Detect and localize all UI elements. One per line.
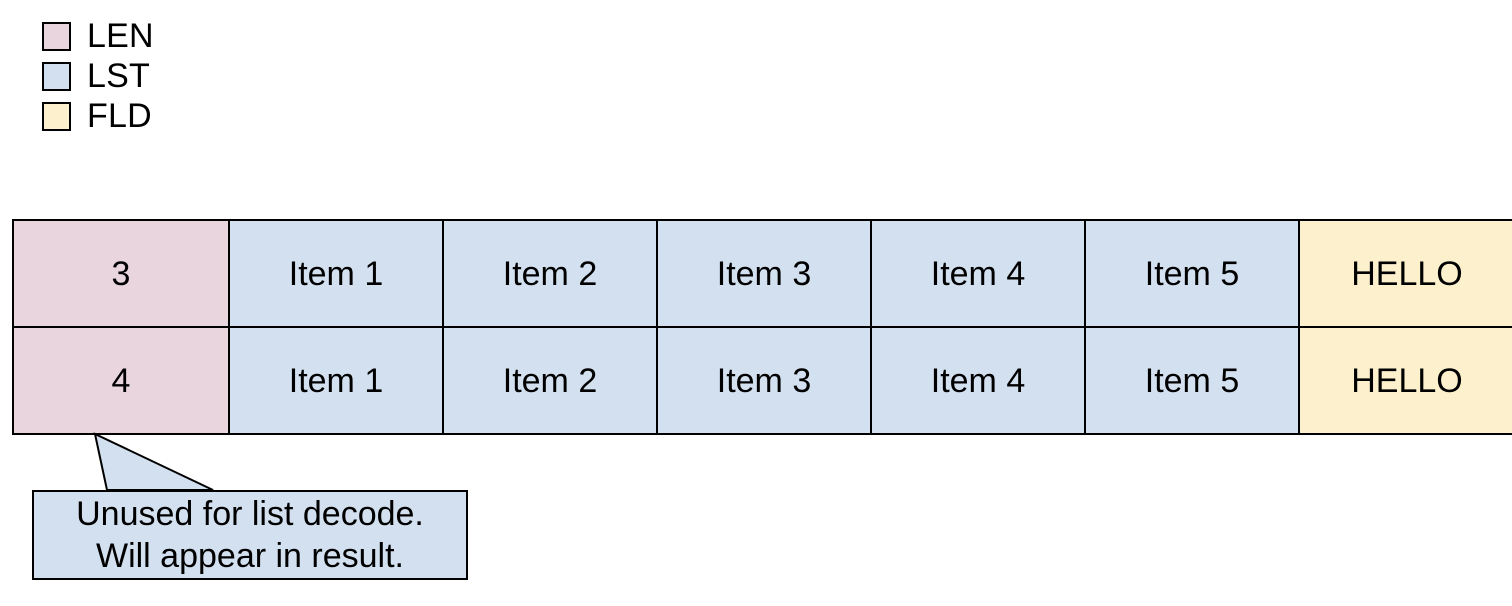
cell-fld-row1: HELLO	[1298, 326, 1512, 435]
callout-box: Unused for list decode. Will appear in r…	[32, 490, 468, 580]
legend-label-fld: FLD	[87, 97, 152, 135]
packet-layout-table: 3 Item 1 Item 2 Item 3 Item 4 Item 5 HEL…	[12, 219, 1512, 435]
legend-swatch-len-icon	[42, 21, 71, 51]
legend-swatch-fld-icon	[42, 101, 71, 131]
cell-lst-row1-item2: Item 2	[442, 326, 658, 435]
legend-item-lst: LST	[42, 56, 442, 96]
cell-lst-row0-item2: Item 2	[442, 219, 658, 328]
table-row: 3 Item 1 Item 2 Item 3 Item 4 Item 5 HEL…	[12, 219, 1512, 328]
callout-line-1: Unused for list decode.	[76, 495, 424, 533]
callout-annotation: Unused for list decode. Will appear in r…	[0, 425, 520, 595]
cell-lst-row1-item3: Item 3	[656, 326, 872, 435]
cell-lst-row0-item3: Item 3	[656, 219, 872, 328]
legend-label-len: LEN	[87, 17, 154, 55]
legend-label-lst: LST	[87, 57, 150, 95]
cell-lst-row1-item1: Item 1	[228, 326, 444, 435]
legend-item-len: LEN	[42, 16, 442, 56]
cell-len-row1: 4	[12, 326, 230, 435]
legend: LEN LST FLD	[42, 16, 442, 136]
cell-fld-row0: HELLO	[1298, 219, 1512, 328]
callout-line-2: Will appear in result.	[95, 537, 404, 575]
table-row: 4 Item 1 Item 2 Item 3 Item 4 Item 5 HEL…	[12, 326, 1512, 435]
legend-item-fld: FLD	[42, 96, 442, 136]
cell-lst-row1-item4: Item 4	[870, 326, 1086, 435]
cell-lst-row0-item4: Item 4	[870, 219, 1086, 328]
cell-lst-row0-item5: Item 5	[1084, 219, 1300, 328]
legend-swatch-lst-icon	[42, 61, 71, 91]
cell-len-row0: 3	[12, 219, 230, 328]
cell-lst-row0-item1: Item 1	[228, 219, 444, 328]
cell-lst-row1-item5: Item 5	[1084, 326, 1300, 435]
